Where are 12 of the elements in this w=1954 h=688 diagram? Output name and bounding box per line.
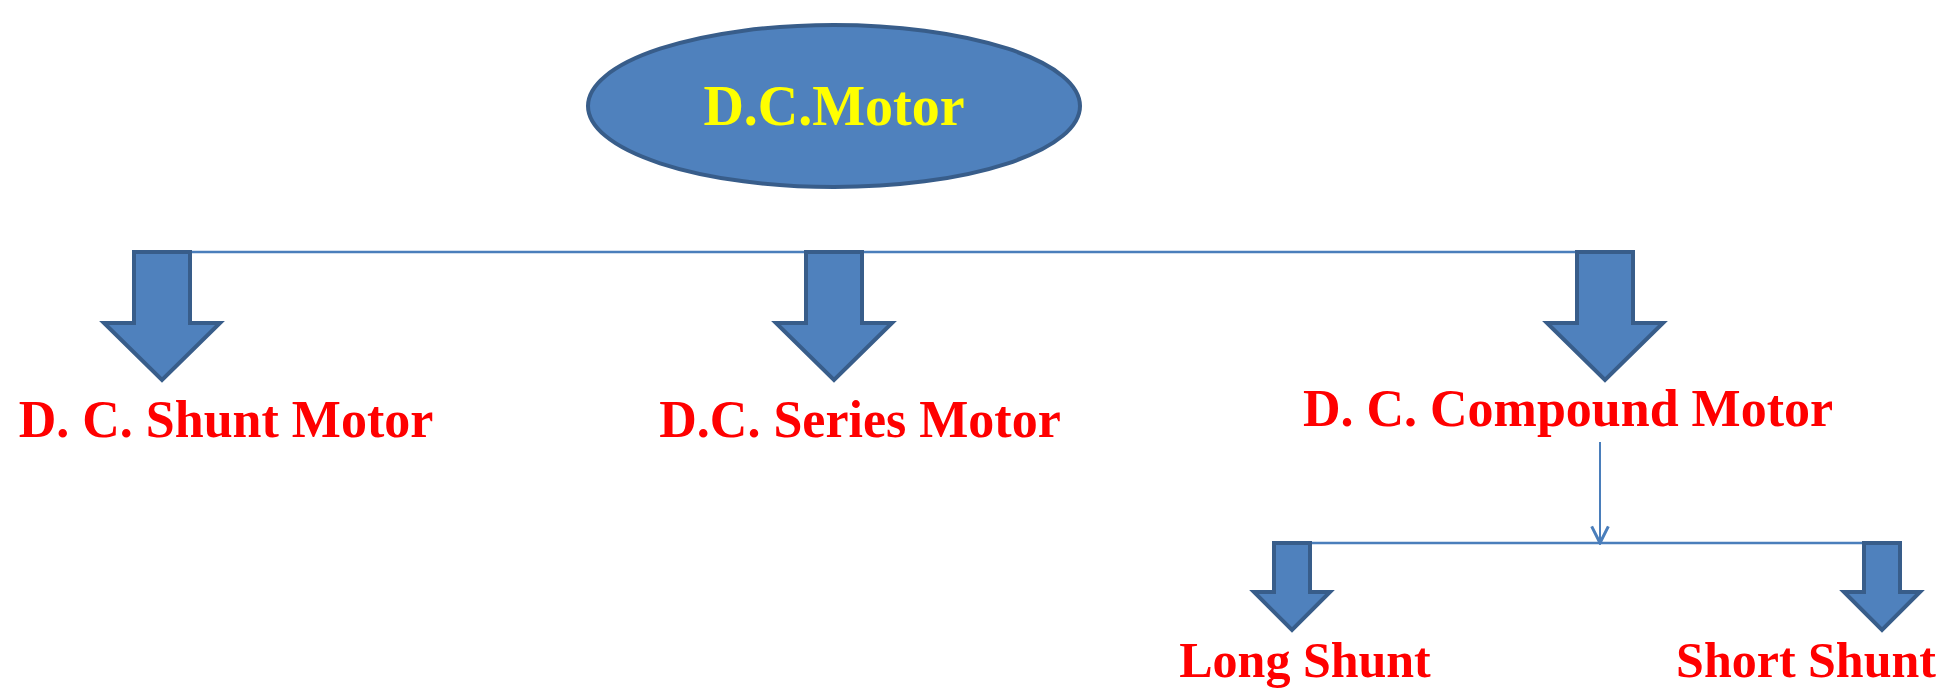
category-label: D. C. Shunt Motor [18, 394, 434, 446]
block-arrow [771, 250, 897, 383]
block-arrow [99, 250, 225, 383]
block-arrow [1249, 541, 1335, 633]
category-label: Short Shunt [1676, 635, 1936, 685]
ellipse-node [585, 22, 1083, 190]
category-label: D. C. Compound Motor [1302, 383, 1834, 435]
category-label: D.C. Series Motor [659, 394, 1061, 446]
block-arrow [1839, 541, 1925, 633]
node-label: D.C.Motor [703, 78, 965, 134]
block-arrow [1542, 250, 1668, 383]
arrow [1590, 441, 1610, 545]
